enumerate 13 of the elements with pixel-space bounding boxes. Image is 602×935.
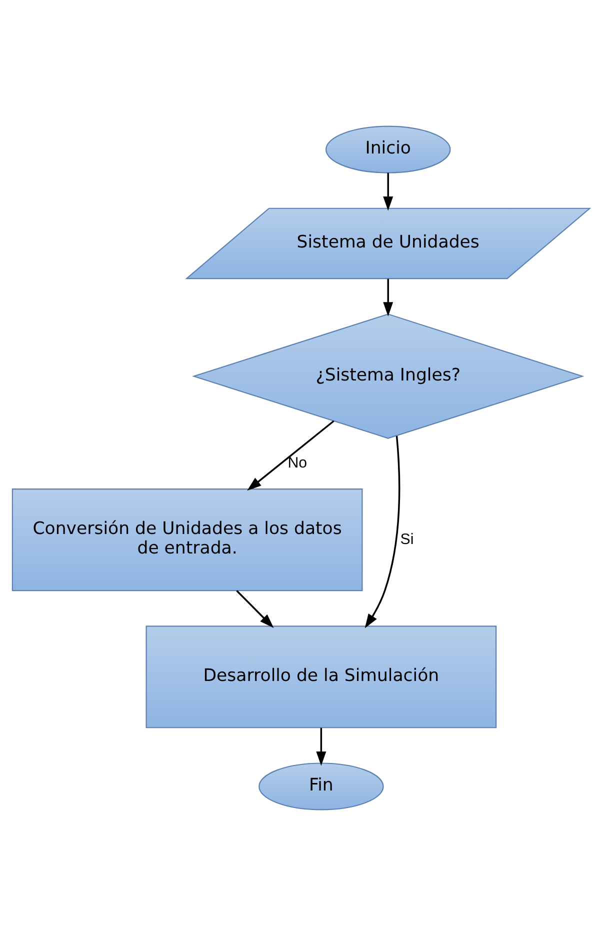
arrow <box>236 590 274 628</box>
node-diamond: ¿Sistema Ingles? <box>192 313 584 438</box>
arrow <box>247 420 334 490</box>
arrow <box>383 278 394 316</box>
node-ellipse: Fin <box>258 762 384 810</box>
arrow <box>364 435 400 628</box>
node-box: Desarrollo de la Simulación <box>146 625 497 728</box>
arrow <box>316 727 326 766</box>
edge-label: Si <box>400 530 414 548</box>
node-ellipse: Inicio <box>326 125 451 173</box>
arrow <box>383 172 394 210</box>
edge-label: No <box>288 454 308 472</box>
node-box: Conversión de Unidades a los datos de entrada. <box>12 488 363 591</box>
